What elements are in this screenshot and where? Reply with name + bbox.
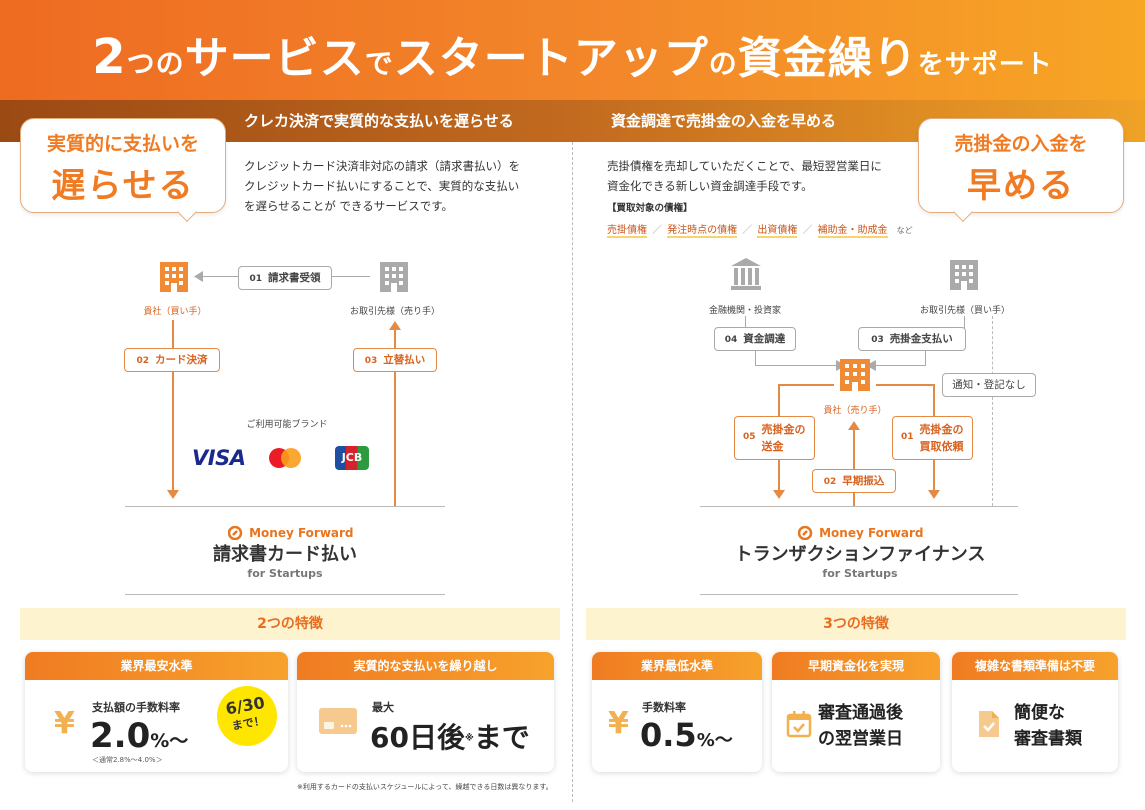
right-features-title: 3つの特徴 <box>586 608 1126 640</box>
step04-arrow <box>755 365 840 367</box>
right-heading: 資金調達で売掛金の入金を早める <box>611 112 837 130</box>
moneyforward-logo-icon <box>797 525 813 540</box>
step03-drop <box>925 351 927 365</box>
notice-box: 通知・登記なし <box>942 373 1036 397</box>
title-band <box>0 0 1145 100</box>
bank-icon <box>731 258 761 290</box>
step02-right-arrowhead <box>848 421 860 430</box>
left-card-defer-label: 最大 <box>372 701 394 714</box>
self-seller-building-icon <box>840 359 870 391</box>
step02-arrowhead <box>167 490 179 499</box>
left-footnote: ※利用するカードの支払いスケジュールによって、繰越できる日数は異なります。 <box>297 783 553 791</box>
finance-label: 金融機関・投資家 <box>708 306 781 316</box>
notice-dashed-line <box>992 316 993 506</box>
left-heading: クレカ決済で実質的な支払いを遅らせる <box>244 112 514 130</box>
right-card-speed: 早期資金化を実現 <box>772 652 940 772</box>
yen-icon: ¥ <box>54 706 75 741</box>
page-title: 2つのサービスでスタートアップの資金繰りをサポート <box>92 29 1053 85</box>
right-bubble: 売掛金の入金を 早める <box>918 118 1124 213</box>
right-card-docs-text: 簡便な審査書類 <box>1014 703 1082 749</box>
step01-right-arrowhead <box>928 490 940 499</box>
step03-right-arrow <box>872 365 926 367</box>
left-service-sub: for Startups <box>247 567 323 580</box>
brands-label: ご利用可能ブランド <box>246 420 328 430</box>
right-card-fee-label: 手数料率 <box>642 701 686 714</box>
right-service-top-line <box>700 506 1018 507</box>
left-description: クレジットカード決済非対応の請求（請求書払い）を クレジットカード払いにすること… <box>244 159 520 213</box>
target-list: 売掛債権 ／ 発注時点の債権 ／ 出資債権 ／ 補助金・助成金 など <box>607 225 913 238</box>
step01-right-box: 01売掛金の買取依頼 <box>892 416 973 460</box>
step03-right-arrowhead <box>866 360 876 371</box>
right-card-fee-value: 0.5%〜 <box>640 716 733 754</box>
partner-buyer-building-icon <box>950 260 978 290</box>
target-heading: 【買取対象の債権】 <box>607 203 693 214</box>
right-service-name: トランザクションファイナンス <box>734 544 986 565</box>
left-card-defer: 実質的な支払いを繰り越し <box>297 652 554 772</box>
left-card-fee-note: ＜通常2.8%〜4.0%＞ <box>92 756 163 764</box>
mastercard-logo <box>269 448 301 468</box>
partner-building-icon <box>380 262 408 292</box>
left-card-fee-value: 2.0%〜 <box>90 716 189 756</box>
calendar-check-icon <box>786 711 812 738</box>
right-card-speed-text: 審査通過後の翌営業日 <box>818 703 903 749</box>
step05-box: 05売掛金の送金 <box>734 416 815 460</box>
partner-connector <box>964 316 966 330</box>
credit-card-icon <box>319 708 357 734</box>
left-features-title: 2つの特徴 <box>20 608 560 640</box>
right-card-fee: 業界最低水準 <box>592 652 762 772</box>
right-mf-logo: Money Forward <box>797 522 924 541</box>
finance-connector <box>745 316 747 330</box>
step01-arrowhead <box>194 271 203 282</box>
right-service-sub: for Startups <box>822 567 898 580</box>
visa-logo: VISA <box>192 446 246 470</box>
partner-buyer-label: お取引先様（買い手） <box>919 306 1010 316</box>
self-seller-label: 貴社（売り手） <box>823 406 887 416</box>
right-description: 売掛債権を売却していただくことで、最短翌営業日に 資金化できる新しい資金調達手段… <box>607 159 882 193</box>
yen-icon-right: ¥ <box>608 706 629 741</box>
right-service-bottom-line <box>700 594 1018 595</box>
step03-arrowhead <box>389 321 401 330</box>
center-divider <box>572 142 573 802</box>
step05-arrowhead <box>773 490 785 499</box>
left-card-fee-label: 支払額の手数料率 <box>92 701 180 714</box>
self-building-icon <box>160 262 188 292</box>
step02-line <box>172 320 174 492</box>
step03-line <box>394 330 396 506</box>
moneyforward-logo-icon <box>227 525 243 540</box>
left-card-defer-value: 60日後※まで <box>370 721 530 754</box>
document-check-icon <box>979 711 999 737</box>
left-service-name: 請求書カード払い <box>213 544 357 565</box>
left-service-top-line <box>125 506 445 507</box>
self-buyer-label: 貴社（買い手） <box>143 307 207 317</box>
jcb-logo: JCB <box>335 446 369 470</box>
step01-right-top-line <box>876 384 934 386</box>
step05-top-line <box>778 384 834 386</box>
step02-right-line <box>853 430 855 506</box>
partner-seller-label: お取引先様（売り手） <box>349 307 440 317</box>
left-mf-logo: Money Forward <box>227 522 354 541</box>
left-service-bottom-line <box>125 594 445 595</box>
left-bubble: 実質的に支払いを 遅らせる <box>20 118 226 213</box>
step04-drop <box>755 351 757 365</box>
